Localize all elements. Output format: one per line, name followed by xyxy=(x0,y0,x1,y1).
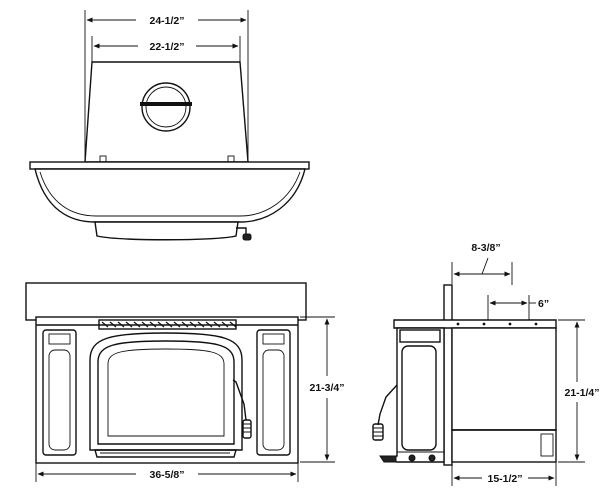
front-right-panel xyxy=(256,329,291,456)
flue-collar xyxy=(140,82,192,132)
dimension-side-height: 21-1/4” xyxy=(564,321,600,461)
dimension-top-inner-width: 22-1/2” xyxy=(93,41,239,53)
side-rear-body xyxy=(451,327,557,431)
front-door xyxy=(89,332,243,451)
top-view-surround xyxy=(29,161,310,170)
dimension-side-offset: 6” xyxy=(489,298,549,310)
dimension-side-depth-upper: 8-3/8” xyxy=(453,242,511,277)
top-view: 24-1/2” 22-1/2” xyxy=(29,10,310,241)
label-side-height: 21-1/4” xyxy=(564,387,599,399)
label-top-outer-width: 24-1/2” xyxy=(149,15,184,27)
side-view: 8-3/8” 6” 21-1/4” 15-1/2” xyxy=(372,242,600,486)
top-view-firebox xyxy=(34,168,306,223)
door-handle xyxy=(232,379,252,439)
label-front-width: 36-5/8” xyxy=(149,469,184,481)
front-view: 21-3/4” 36-5/8” xyxy=(25,282,345,482)
dimension-front-height: 21-3/4” xyxy=(309,318,345,461)
label-top-inner-width: 22-1/2” xyxy=(149,41,184,53)
ash-drawer xyxy=(94,221,239,241)
front-louvre xyxy=(98,319,237,330)
side-surround-plate xyxy=(443,284,453,466)
side-door-handle xyxy=(372,384,398,441)
dimension-side-depth: 15-1/2” xyxy=(453,473,555,485)
top-view-body xyxy=(84,61,249,163)
front-left-panel xyxy=(42,329,77,456)
front-surround-top xyxy=(25,282,307,321)
label-side-offset: 6” xyxy=(538,298,549,310)
label-side-depth-upper: 8-3/8” xyxy=(471,242,500,254)
side-top-flange xyxy=(393,319,557,329)
side-rear-base xyxy=(451,429,557,463)
label-front-height: 21-3/4” xyxy=(309,382,344,394)
dimension-front-width: 36-5/8” xyxy=(37,469,297,481)
dimension-top-outer-width: 24-1/2” xyxy=(86,15,247,27)
label-side-depth: 15-1/2” xyxy=(487,473,522,485)
